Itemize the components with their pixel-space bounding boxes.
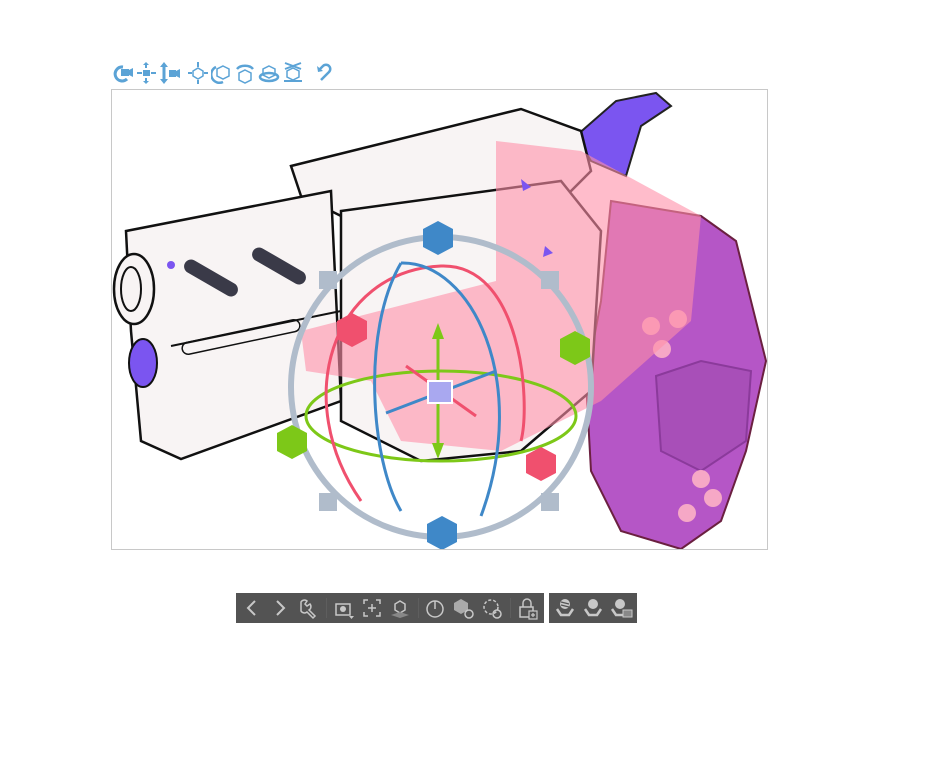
undo-icon[interactable] (314, 61, 336, 85)
y-handle-left (277, 425, 307, 459)
reset-position-icon[interactable] (480, 596, 504, 620)
x-rotation-ring (324, 264, 526, 502)
previous-object-icon[interactable] (240, 596, 264, 620)
pan-camera-icon[interactable] (135, 61, 157, 85)
grip-emblem (654, 359, 753, 473)
z-handle-top (423, 221, 453, 255)
fit-to-object-icon[interactable] (360, 596, 384, 620)
move-object-icon[interactable] (187, 61, 209, 85)
next-object-icon[interactable] (268, 596, 292, 620)
pose-register-icon[interactable] (609, 596, 633, 620)
reset-rotation-icon[interactable] (423, 596, 447, 620)
z-rotation-ring (373, 261, 501, 517)
manipulator-gizmo (277, 221, 594, 549)
object-launcher (236, 593, 544, 623)
pose-body-icon[interactable] (553, 596, 577, 620)
rotate-object-icon[interactable] (211, 61, 233, 85)
pose-launcher (549, 593, 637, 623)
rotate-object-xy-icon[interactable] (234, 61, 256, 85)
object-settings-icon[interactable] (296, 596, 320, 620)
rotate-camera-icon[interactable] (111, 61, 133, 85)
z-handle-bottom (427, 516, 457, 549)
gun-barrel (124, 189, 343, 461)
x-handle-left (337, 313, 367, 347)
x-handle-right (526, 447, 556, 481)
reset-object-icon[interactable] (451, 596, 475, 620)
camera-toolbar (111, 61, 351, 85)
camera-angle-icon[interactable] (332, 596, 356, 620)
rotate-object-plane-icon[interactable] (258, 61, 280, 85)
land-on-floor-icon[interactable] (388, 596, 412, 620)
3d-scene[interactable] (112, 90, 767, 549)
pose-hand-icon[interactable] (581, 596, 605, 620)
y-rotation-ring (304, 369, 578, 463)
move-along-floor-icon[interactable] (282, 61, 304, 85)
center-handle (427, 380, 453, 404)
dolly-camera-icon[interactable] (159, 61, 181, 85)
3d-canvas[interactable] (111, 89, 768, 550)
lock-joints-icon[interactable] (516, 596, 540, 620)
y-handle-right (560, 331, 590, 365)
